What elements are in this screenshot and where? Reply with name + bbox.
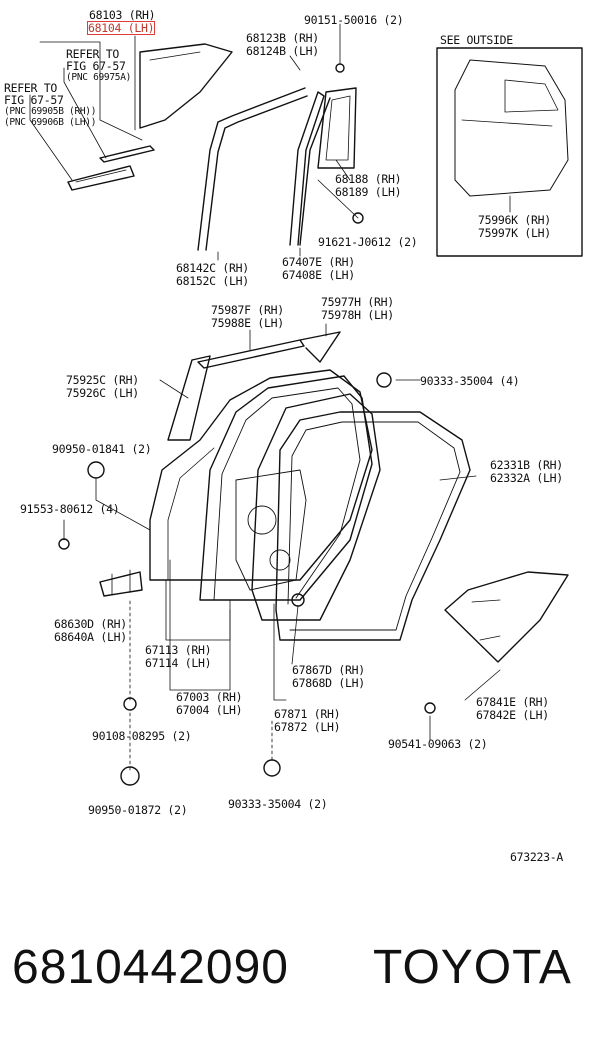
part-number: 6810442090 xyxy=(12,941,289,994)
label-75926: 75926C (LH) xyxy=(66,386,139,400)
label-67408: 67408E (LH) xyxy=(282,268,355,282)
footer: 6810442090 TOYOTA xyxy=(0,930,600,1030)
label-67868: 67868D (LH) xyxy=(292,676,365,690)
label-75925: 75925C (RH) xyxy=(66,373,139,387)
door-weatherstrip xyxy=(251,393,381,621)
label-67871: 67871 (RH) xyxy=(274,707,341,721)
trim-panel-67841 xyxy=(444,571,569,663)
label-see-outside: SEE OUTSIDE xyxy=(440,33,513,47)
label-62332: 62332A (LH) xyxy=(490,471,563,485)
label-refer1-b: FIG 67-57 xyxy=(66,59,126,73)
label-67113: 67113 (RH) xyxy=(145,643,212,657)
clip-90541 xyxy=(424,702,436,714)
frame-moulding-75987 xyxy=(197,339,305,369)
label-68124: 68124B (LH) xyxy=(246,44,319,58)
label-refer1-a: REFER TO xyxy=(66,47,119,61)
label-68123: 68123B (RH) xyxy=(246,31,319,45)
label-75997: 75997K (LH) xyxy=(478,226,551,240)
label-68640: 68640A (LH) xyxy=(54,630,127,644)
label-68142: 68142C (RH) xyxy=(176,261,249,275)
label-67407: 67407E (RH) xyxy=(282,255,355,269)
label-68152: 68152C (LH) xyxy=(176,274,249,288)
door-hinge xyxy=(99,571,143,597)
label-refer2-b: FIG 67-57 xyxy=(4,93,64,107)
label-67114: 67114 (LH) xyxy=(145,656,212,670)
inner-door-frame xyxy=(199,375,373,601)
label-75988: 75988E (LH) xyxy=(211,316,284,330)
label-67841: 67841E (RH) xyxy=(476,695,549,709)
label-90541: 90541-09063 (2) xyxy=(388,737,488,751)
label-67842: 67842E (LH) xyxy=(476,708,549,722)
label-91621: 91621-J0612 (2) xyxy=(318,235,418,249)
bolt-91553 xyxy=(58,538,70,550)
glass-run-lower xyxy=(67,165,135,191)
glass-run-upper xyxy=(99,145,155,163)
screw-91621 xyxy=(352,212,364,224)
label-90950a: 90950-01841 (2) xyxy=(52,442,152,456)
label-68104[interactable]: 68104 (LH) xyxy=(86,21,156,35)
label-67867: 67867D (RH) xyxy=(292,663,365,677)
label-75978: 75978H (LH) xyxy=(321,308,394,322)
label-refer1-c: (PNC 69975A) xyxy=(66,72,132,83)
label-68103: 68103 (RH) xyxy=(89,8,156,22)
frame-moulding-75977 xyxy=(299,331,341,363)
plug-90950a xyxy=(87,461,105,479)
label-62331: 62331B (RH) xyxy=(490,458,563,472)
label-refer2-c: (PNC 69905B (RH)) xyxy=(4,106,97,117)
plug-90333b xyxy=(263,759,281,777)
quarter-window-frame xyxy=(317,87,357,169)
label-90333a: 90333-35004 (4) xyxy=(420,374,520,388)
rear-sash-channel xyxy=(197,87,306,251)
label-67003: 67003 (RH) xyxy=(176,690,243,704)
door-glass xyxy=(139,43,233,129)
belt-moulding xyxy=(167,355,211,441)
clip-90151 xyxy=(335,63,345,73)
door-opening-weatherstrip xyxy=(275,411,471,641)
label-67872: 67872 (LH) xyxy=(274,720,341,734)
label-refer2-d: (PNC 69906B (LH)) xyxy=(4,117,97,128)
label-90950b: 90950-01872 (2) xyxy=(88,803,188,817)
plug-90333a xyxy=(376,372,392,388)
label-67004: 67004 (LH) xyxy=(176,703,243,717)
label-refer2-a: REFER TO xyxy=(4,81,57,95)
label-68188: 68188 (RH) xyxy=(335,172,402,186)
label-75977: 75977H (RH) xyxy=(321,295,394,309)
see-outside-box xyxy=(436,47,583,257)
label-75987: 75987F (RH) xyxy=(211,303,284,317)
label-fig-code: 673223-A xyxy=(510,850,563,864)
division-bar xyxy=(289,91,325,246)
label-68630: 68630D (RH) xyxy=(54,617,127,631)
label-75996: 75996K (RH) xyxy=(478,213,551,227)
label-90108: 90108-08295 (2) xyxy=(92,729,192,743)
brand-name: TOYOTA xyxy=(373,941,572,994)
label-90333b: 90333-35004 (2) xyxy=(228,797,328,811)
rear-door-panel xyxy=(149,369,373,581)
parts-diagram: 68103 (RH) 68104 (LH) REFER TO FIG 67-57… xyxy=(4,8,583,864)
diagram-drawing xyxy=(29,23,583,786)
label-68189: 68189 (LH) xyxy=(335,185,402,199)
label-91553: 91553-80612 (4) xyxy=(20,502,120,516)
label-90151: 90151-50016 (2) xyxy=(304,13,404,27)
